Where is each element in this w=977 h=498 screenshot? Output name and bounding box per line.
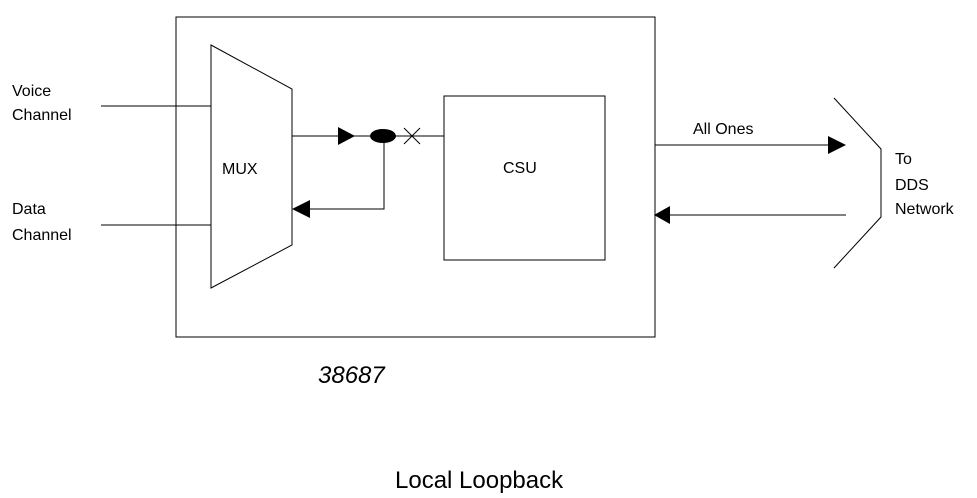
voice-channel-label-line1: Voice — [12, 83, 51, 100]
loopback-return-arrow — [292, 200, 310, 218]
loopback-junction — [370, 129, 396, 143]
voice-channel-label-line2: Channel — [12, 107, 72, 124]
network-bracket — [833, 97, 882, 269]
network-label-line2: DDS — [895, 177, 929, 194]
inbound-arrow — [654, 206, 670, 224]
data-channel-label-line2: Channel — [12, 227, 72, 244]
break-mark-b — [403, 127, 421, 145]
all-ones-label: All Ones — [693, 121, 753, 138]
loopback-return-path — [296, 136, 385, 210]
mux-block — [210, 44, 293, 289]
network-label-line3: Network — [895, 201, 955, 218]
device-box — [175, 16, 656, 338]
csu-label: CSU — [503, 160, 537, 177]
csu-box — [443, 95, 606, 261]
mux-label: MUX — [222, 161, 258, 178]
mux-output-arrow — [338, 127, 355, 145]
outbound-arrow — [828, 136, 846, 154]
data-channel-label-line1: Data — [12, 201, 46, 218]
network-label-line1: To — [895, 151, 912, 168]
device-number: 38687 — [318, 362, 386, 389]
diagram-caption: Local Loopback — [395, 467, 564, 494]
